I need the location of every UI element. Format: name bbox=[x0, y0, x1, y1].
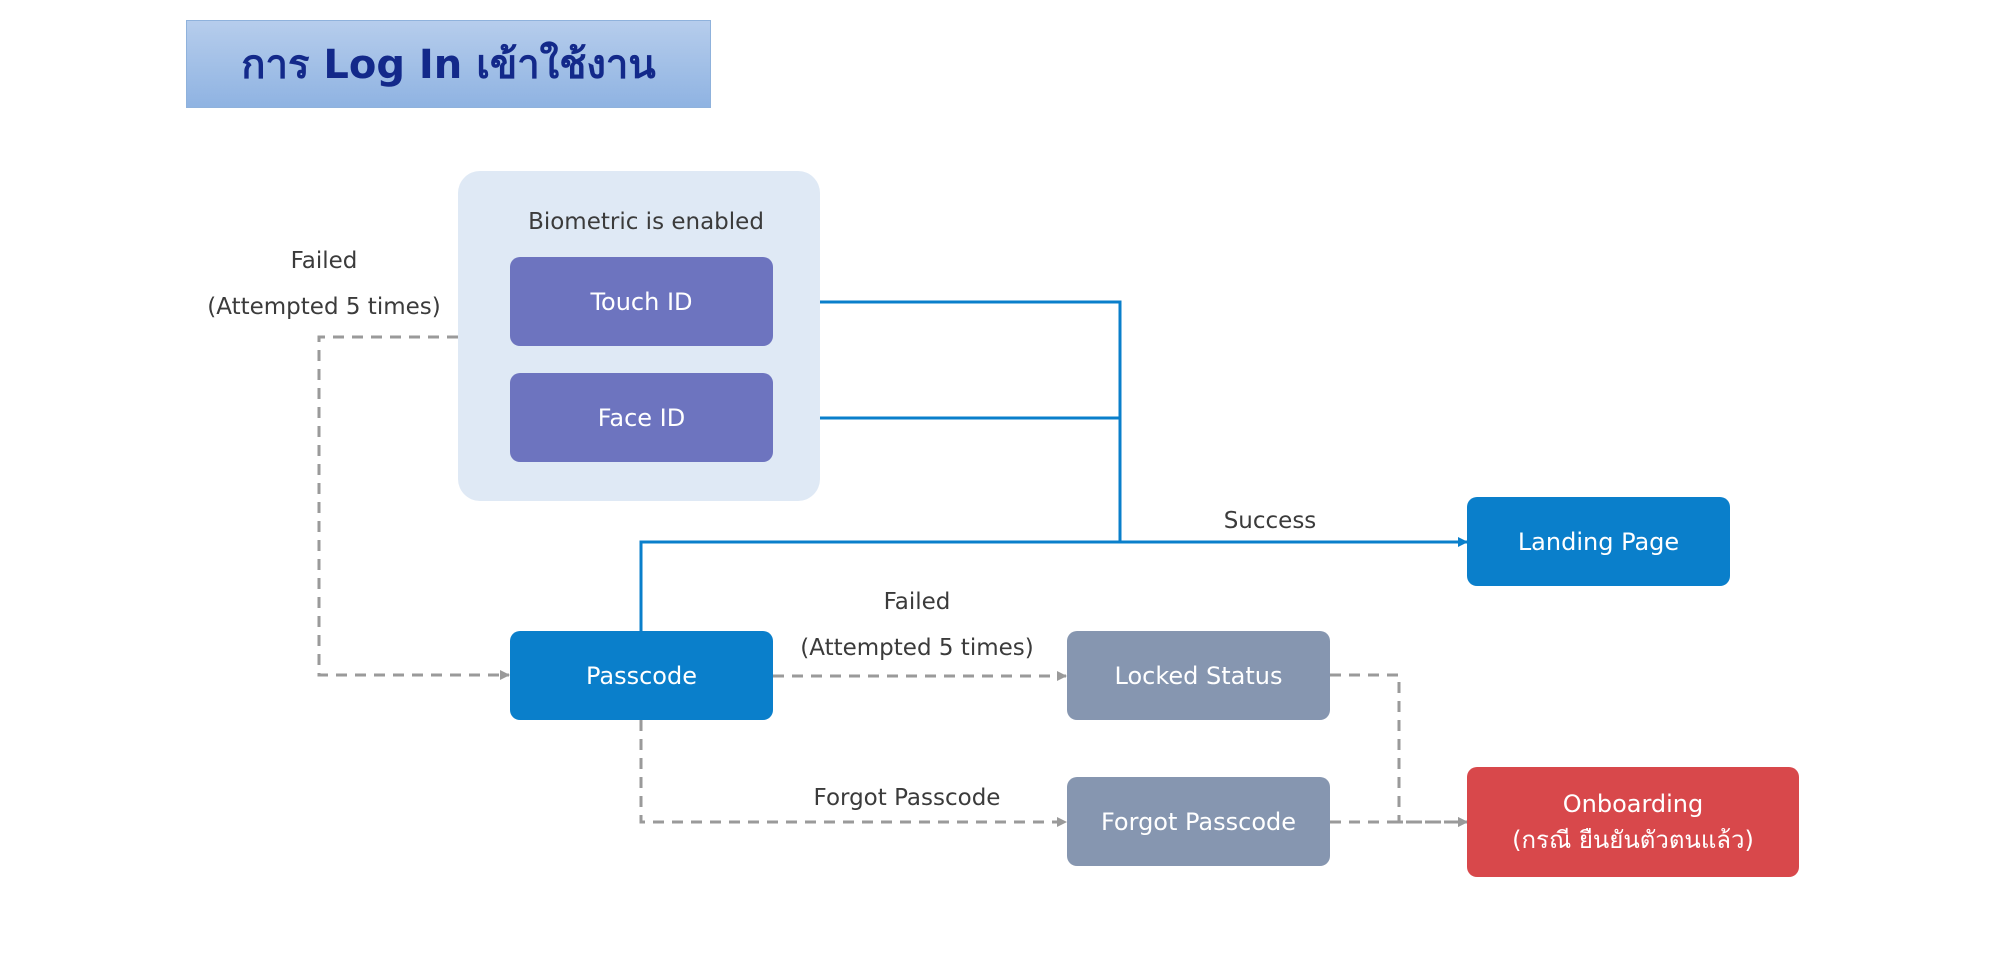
passcode-failed-attempts-label: (Attempted 5 times) bbox=[800, 635, 1034, 661]
success-label: Success bbox=[1223, 508, 1317, 534]
face-id-label: Face ID bbox=[597, 403, 686, 432]
connector-touch-id-to-success bbox=[773, 300, 1122, 542]
page-title-box: การ Log In เข้าใช้งาน bbox=[186, 20, 711, 108]
connector-passcode-to-success bbox=[639, 537, 1468, 631]
locked-status-node[interactable]: Locked Status bbox=[1067, 631, 1330, 720]
locked-status-label: Locked Status bbox=[1114, 661, 1283, 690]
connector-biometric-failed-to-passcode bbox=[317, 335, 510, 680]
onboarding-node[interactable]: Onboarding (กรณี ยืนยันตัวตนแล้ว) bbox=[1467, 767, 1799, 877]
landing-page-label: Landing Page bbox=[1517, 527, 1680, 556]
connector-passcode-to-forgot bbox=[639, 720, 1067, 827]
touch-id-node[interactable]: Touch ID bbox=[510, 257, 773, 346]
passcode-node[interactable]: Passcode bbox=[510, 631, 773, 720]
passcode-failed-label: Failed bbox=[883, 589, 951, 615]
forgot-passcode-label: Forgot Passcode bbox=[1100, 807, 1297, 836]
face-id-node[interactable]: Face ID bbox=[510, 373, 773, 462]
passcode-label: Passcode bbox=[586, 661, 697, 690]
forgot-passcode-edge-label: Forgot Passcode bbox=[813, 785, 1001, 811]
forgot-passcode-node[interactable]: Forgot Passcode bbox=[1067, 777, 1330, 866]
page-title: การ Log In เข้าใช้งาน bbox=[241, 42, 656, 88]
landing-page-node[interactable]: Landing Page bbox=[1467, 497, 1730, 586]
onboarding-sublabel: (กรณี ยืนยันตัวตนแล้ว) bbox=[1512, 826, 1754, 854]
onboarding-label: Onboarding bbox=[1562, 790, 1704, 818]
connector-locked-to-onboarding bbox=[1330, 673, 1468, 827]
touch-id-label: Touch ID bbox=[590, 287, 693, 316]
biometric-failed-attempts-label: (Attempted 5 times) bbox=[207, 294, 441, 320]
biometric-failed-label: Failed bbox=[290, 248, 358, 274]
biometric-group-label: Biometric is enabled bbox=[528, 209, 764, 235]
